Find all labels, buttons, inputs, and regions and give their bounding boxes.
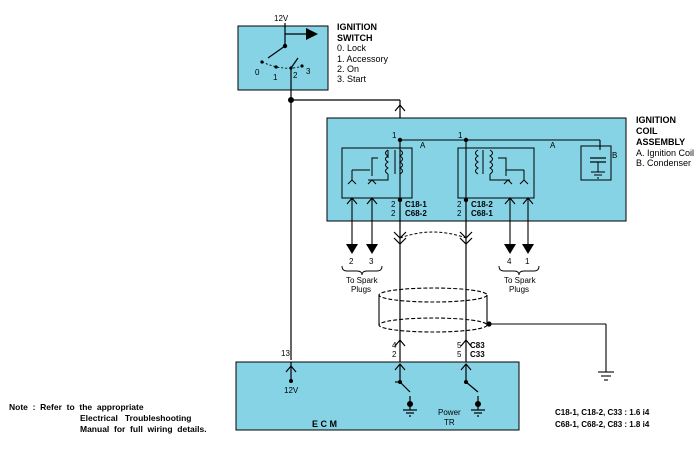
coil-pin-2-left-bottom: 2	[391, 209, 396, 218]
coil-pin-1-right: 1	[458, 131, 463, 140]
ignition-switch-position-3: 3. Start	[337, 74, 367, 84]
connector-size-line-2: C68-1, C68-2, C83 : 1.8 i4	[555, 420, 650, 429]
ecm-pin-right-bottom: 5	[457, 350, 462, 359]
spark-plug-leads-left	[346, 197, 378, 250]
coil-pin-2-right-bottom: 2	[457, 209, 462, 218]
ecm-pin-left-top: 4	[392, 341, 397, 350]
switch-terminal-label-0: 0	[255, 68, 260, 77]
ignition-switch-box	[237, 25, 329, 91]
coil-connector-right-1: C18-2	[471, 200, 493, 209]
spark-plug-right-label-2: Plugs	[509, 285, 529, 294]
coil-connector-left-2: C68-2	[405, 209, 427, 218]
switch-contact-arm	[267, 45, 286, 59]
harness-dashed-link	[399, 231, 467, 239]
svg-text:B: B	[612, 151, 617, 160]
ecm-supply-label: 12V	[284, 386, 299, 395]
coil-pin-2-right-top: 2	[457, 200, 462, 209]
spark-plug-left-pin-1: 2	[349, 257, 354, 266]
spark-plug-left-label-2: Plugs	[351, 285, 371, 294]
coil-legend-a: A. Ignition Coil	[636, 148, 694, 158]
shield-ground-node	[486, 321, 492, 327]
switch-terminal-3	[300, 64, 304, 68]
ignition-switch-title-1: IGNITION	[337, 22, 377, 32]
switch-terminal-1	[274, 65, 278, 69]
switch-output-lead	[290, 57, 299, 69]
ecm-connector-2: C33	[470, 350, 485, 359]
ignition-switch-supply-label: 12V	[274, 14, 289, 23]
ignition-switch-position-0: 0. Lock	[337, 43, 367, 53]
spark-plug-left-brace	[341, 265, 383, 276]
switch-terminal-label-3: 3	[306, 67, 311, 76]
switch-terminal-label-1: 1	[273, 73, 278, 82]
ignition-switch: 12V 0 1 2 3 IGNITION SWITCH 0. Lock 1. A…	[237, 14, 389, 91]
spark-plug-right-brace	[498, 265, 540, 276]
ignition-switch-position-1: 1. Accessory	[337, 54, 389, 64]
spark-plug-right-pin-2: 1	[525, 257, 530, 266]
ecm: E C M 12V Pow	[235, 361, 520, 431]
coil-legend-b: B. Condenser	[636, 158, 691, 168]
svg-text:A: A	[420, 141, 426, 150]
spark-plug-arrow-left-2	[366, 244, 378, 254]
ignition-switch-position-2: 2. On	[337, 64, 359, 74]
note-line-1: Note : Refer to the appropriate	[9, 402, 144, 412]
coil-pin-1-left: 1	[392, 131, 397, 140]
coil-a-left: A	[341, 141, 426, 199]
note-line-2: Electrical Troubleshooting	[80, 413, 192, 423]
spark-plug-left-label-1: To Spark	[346, 276, 379, 285]
ignition-switch-title-2: SWITCH	[337, 33, 373, 43]
coil-title-1: IGNITION	[636, 115, 676, 125]
spark-plug-leads-right	[504, 197, 534, 250]
svg-text:A: A	[550, 141, 556, 150]
ecm-power-tr-1: Power	[438, 408, 461, 417]
ecm-pin-left-bottom: 2	[392, 350, 397, 359]
spark-plug-arrow-left-1	[346, 244, 358, 254]
coil-title-3: ASSEMBLY	[636, 137, 685, 147]
connector-size-line-1: C18-1, C18-2, C33 : 1.6 i4	[555, 408, 650, 417]
coil-to-ecm-wiring	[285, 200, 473, 380]
ecm-connector-1: C83	[470, 341, 485, 350]
ecm-name: E C M	[312, 419, 337, 429]
coil-title-2: COIL	[636, 126, 658, 136]
condenser-b: B	[580, 145, 617, 181]
coil-a-right: A	[457, 141, 556, 199]
spark-plug-arrow-right-1	[504, 244, 516, 254]
spark-plug-left-pin-2: 3	[369, 257, 374, 266]
switch-start-arrow	[306, 28, 318, 40]
spark-plug-right-label-1: To Spark	[504, 276, 537, 285]
coil-connector-left-1: C18-1	[405, 200, 427, 209]
ecm-pin-power: 13	[281, 349, 290, 358]
coil-connector-right-2: C68-1	[471, 209, 493, 218]
note-line-3: Manual for full wiring details.	[80, 424, 207, 434]
ecm-power-tr-2: TR	[444, 418, 455, 427]
switch-terminal-label-2: 2	[293, 71, 298, 80]
coil-pin-2-left-top: 2	[391, 200, 396, 209]
spark-plug-right-pin-1: 4	[507, 257, 512, 266]
ecm-box	[235, 361, 520, 431]
switch-terminal-0	[260, 60, 264, 64]
spark-plug-arrow-right-2	[522, 244, 534, 254]
ecm-pin-right-top: 5	[457, 341, 462, 350]
